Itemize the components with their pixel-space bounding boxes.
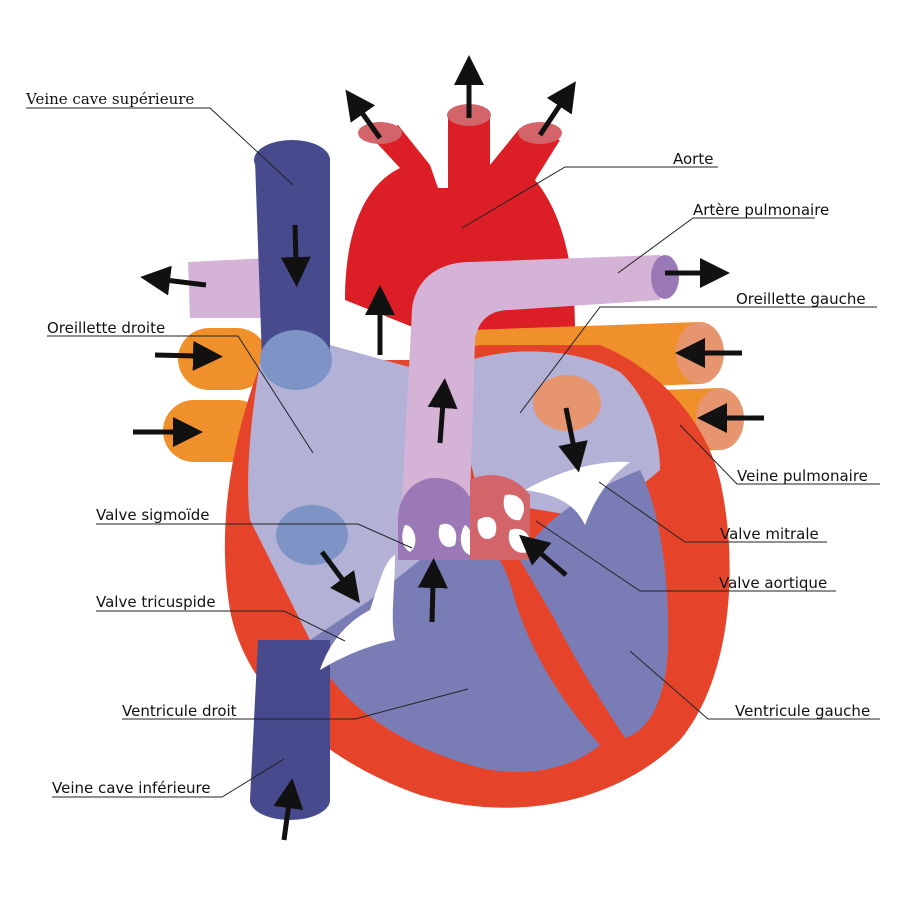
coronary-sinus-opening — [276, 505, 348, 565]
flow-arrow — [140, 265, 207, 296]
flow-arrow — [154, 340, 223, 371]
pulmonary-artery-right-branch — [188, 258, 270, 318]
flow-arrow — [345, 89, 383, 140]
inferior-vena-cava — [250, 640, 330, 815]
label-valve-mitrale: Valve mitrale — [720, 525, 819, 543]
leader-line — [617, 217, 815, 274]
label-valve-aortique: Valve aortique — [719, 574, 827, 592]
label-veine-pulmonaire: Veine pulmonaire — [737, 467, 868, 485]
labels: Veine cave supérieure Aorte Artère pulmo… — [25, 90, 870, 797]
label-valve-tricuspide: Valve tricuspide — [96, 593, 216, 611]
label-ventricule-gauche: Ventricule gauche — [735, 702, 870, 720]
pulmonary-artery-opening — [651, 255, 679, 299]
flow-arrow — [273, 778, 304, 841]
label-veine-cave-superieure: Veine cave supérieure — [25, 90, 194, 108]
leader-line — [52, 758, 285, 798]
leader-line — [629, 650, 880, 720]
leader-line — [461, 166, 718, 229]
leader-line — [679, 424, 880, 485]
leader-lines — [26, 107, 880, 798]
leader-line — [26, 107, 294, 186]
leader-line — [598, 481, 827, 543]
flow-arrow — [319, 550, 360, 604]
label-valve-sigmoide: Valve sigmoïde — [96, 506, 210, 524]
leader-line — [519, 306, 877, 414]
flow-arrow — [519, 534, 568, 577]
tricuspid-valve — [320, 555, 395, 670]
left-ventricle — [520, 470, 669, 738]
left-atrium-pulmonary-inflow — [533, 375, 601, 431]
superior-vena-cava — [255, 145, 330, 360]
label-veine-cave-inferieure: Veine cave inférieure — [52, 779, 211, 797]
pulmonary-valve — [398, 478, 475, 560]
label-artere-pulmonaire: Artère pulmonaire — [693, 201, 829, 219]
superior-vena-cava-opening — [260, 330, 332, 390]
label-oreillette-droite: Oreillette droite — [47, 319, 165, 337]
leader-line — [535, 520, 836, 592]
leader-line — [47, 335, 314, 454]
flow-arrow — [417, 558, 448, 623]
aorta-branch-opening — [358, 122, 402, 144]
label-ventricule-droit: Ventricule droit — [122, 702, 237, 720]
flow-arrows — [133, 55, 764, 841]
leader-line — [122, 688, 469, 720]
label-oreillette-gauche: Oreillette gauche — [736, 290, 866, 308]
leader-line — [96, 523, 413, 549]
mitral-valve — [525, 461, 630, 525]
pulmonary-artery — [402, 255, 660, 500]
leader-line — [96, 610, 346, 642]
aortic-valve — [470, 475, 530, 560]
flow-arrow — [427, 378, 458, 444]
flow-arrow — [558, 407, 588, 473]
label-aorte: Aorte — [673, 150, 713, 168]
flow-arrow — [537, 81, 576, 137]
flow-arrow — [280, 224, 311, 287]
